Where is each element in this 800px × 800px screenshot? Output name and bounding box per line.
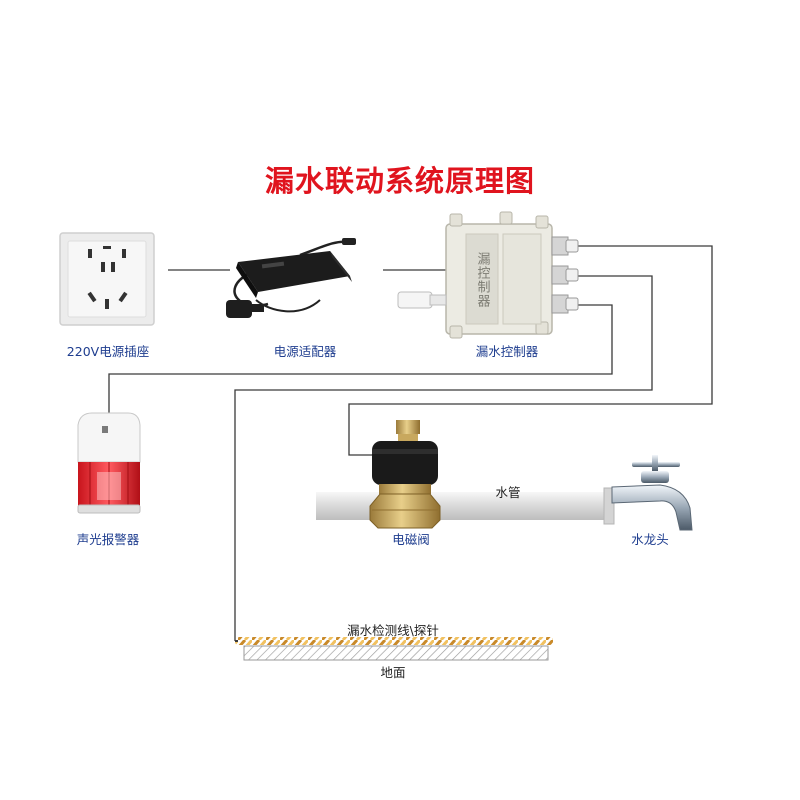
wire-controller-alarm xyxy=(108,304,613,415)
label-faucet: 水龙头 xyxy=(631,532,669,547)
controller-box-icon xyxy=(397,211,579,339)
wire-controller-sensor xyxy=(234,275,653,641)
label-pipe: 水管 xyxy=(495,485,521,500)
water-pipe-icon xyxy=(316,487,615,525)
floor-icon xyxy=(243,645,549,661)
sensor-cable-icon xyxy=(235,637,553,645)
wire-controller-valve xyxy=(348,245,713,456)
power-adapter-icon xyxy=(226,238,356,318)
power-socket-icon xyxy=(59,232,155,326)
label-adapter: 电源适配器 xyxy=(273,344,337,359)
diagram-title: 漏水联动系统原理图 xyxy=(264,164,535,198)
label-sensor: 漏水检测线\探针 xyxy=(347,623,439,638)
label-socket: 220V电源插座 xyxy=(66,344,150,359)
connection-wires xyxy=(108,245,713,641)
controller-face-text: 漏控制器 xyxy=(475,251,491,308)
label-valve: 电磁阀 xyxy=(392,532,430,547)
solenoid-valve-icon xyxy=(369,420,441,529)
label-alarm: 声光报警器 xyxy=(76,532,140,547)
faucet-icon xyxy=(611,455,693,531)
label-controller: 漏水控制器 xyxy=(475,344,539,359)
siren-icon xyxy=(77,412,141,514)
label-floor: 地面 xyxy=(380,665,406,680)
